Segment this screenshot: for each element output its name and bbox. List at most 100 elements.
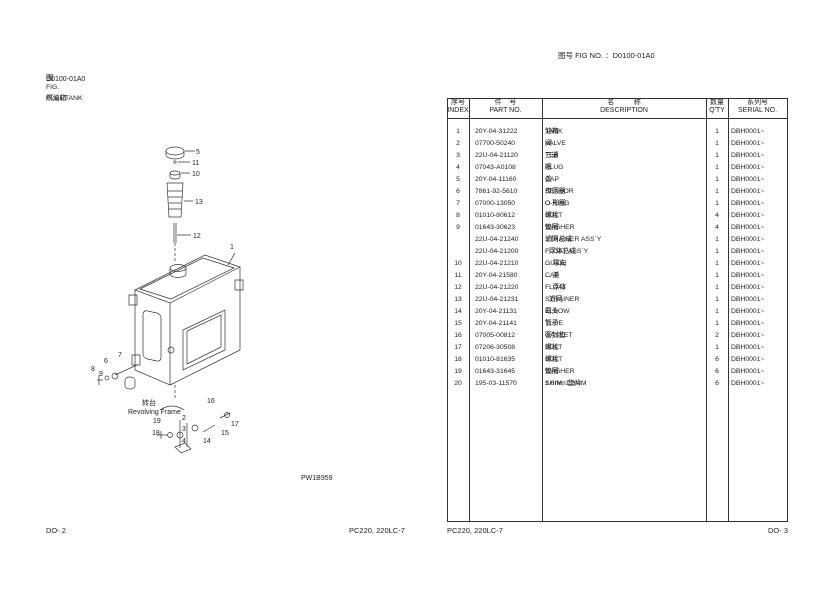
row-desc-en: TUBE [545, 320, 564, 327]
left-page-number: DO- 2 [46, 526, 67, 535]
row-qty: 1 [715, 260, 719, 267]
row-desc-en: PLUG [545, 164, 564, 171]
row-serial: DBH0001~ [731, 176, 765, 183]
callout-18: 18 [152, 430, 160, 437]
row-part-no: 07000-13050 [475, 200, 516, 207]
row-qty: 2 [715, 332, 719, 339]
row-part-no: 20Y-04-21141 [475, 320, 517, 327]
row-desc-cn: 油箱 [545, 128, 559, 135]
row-desc-en: BOLT [545, 344, 563, 351]
row-serial: DBH0001~ [731, 236, 765, 243]
row-desc-en: WASHER [545, 224, 575, 231]
row-desc-en: TANK [545, 128, 563, 135]
header-qty-cn: 数量 [710, 99, 724, 106]
row-desc-cn: 阀 [545, 140, 552, 147]
row-qty: 1 [715, 236, 719, 243]
row-index: 4 [456, 164, 460, 171]
row-part-no: 20Y-04-21580 [475, 272, 518, 279]
fig-title-cn: 燃油箱 [46, 95, 67, 102]
row-desc-cn: 垫圈 [545, 368, 559, 375]
callout-4: 4 [182, 438, 186, 445]
row-part-no: 22U-04-21231 [475, 296, 519, 303]
row-desc-cn: . 浮体总成 [545, 248, 576, 255]
row-desc-en: FLOAT [545, 284, 567, 291]
row-qty: 1 [715, 320, 719, 327]
row-part-no: 195-03-11570 [475, 380, 517, 387]
row-serial: DBH0001~ [731, 380, 765, 387]
row-index: 1 [456, 128, 460, 135]
row-part-no: 01010-80612 [475, 212, 516, 219]
row-index: 5 [456, 176, 460, 183]
row-serial: DBH0001~ [731, 272, 765, 279]
row-part-no: 01643-31645 [475, 368, 516, 375]
row-desc-cn: 三通 [545, 152, 559, 159]
header-qty-en: Q'TY [709, 107, 725, 114]
row-desc-en: BOLT [545, 212, 563, 219]
row-desc-cn: 螺栓 [545, 356, 559, 363]
row-desc-cn: 垫圈 [545, 224, 559, 231]
row-serial: DBH0001~ [731, 356, 765, 363]
row-serial: DBH0001~ [731, 212, 765, 219]
row-desc-cn: 传感器 [545, 188, 566, 195]
callout-9: 9 [99, 371, 103, 378]
callout-14: 14 [203, 438, 211, 445]
row-desc-cn: 密封垫 [545, 332, 566, 339]
row-part-no: 01010-81635 [475, 356, 516, 363]
row-part-no: 01643-30623 [475, 224, 516, 231]
row-index: 10 [454, 260, 462, 267]
row-index: 2 [456, 140, 460, 147]
row-qty: 1 [715, 248, 719, 255]
row-serial: DBH0001~ [731, 284, 765, 291]
row-desc-cn: 弯头 [545, 308, 559, 315]
row-qty: 6 [715, 380, 719, 387]
row-serial: DBH0001~ [731, 320, 765, 327]
row-desc-cn: . . 导向 [545, 260, 567, 267]
row-desc-cn: 管子 [545, 320, 559, 327]
right-page-number: DO- 3 [768, 526, 789, 535]
row-desc-cn: . . 浮体 [545, 284, 567, 291]
row-serial: DBH0001~ [731, 128, 765, 135]
header-desc-en: DESCRIPTION [600, 107, 648, 114]
row-qty: 1 [715, 188, 719, 195]
revolving-frame-cn: 转台 [142, 398, 156, 407]
header-serial-cn: 系列号 [747, 99, 768, 106]
row-index: 9 [456, 224, 460, 231]
row-desc-en: O-RING [545, 200, 570, 207]
row-index: 6 [456, 188, 460, 195]
row-index: 12 [454, 284, 462, 291]
header-part-cn: 件 号 [494, 99, 517, 106]
fig-cn-label: 图 [46, 73, 54, 82]
callout-15: 15 [221, 430, 229, 437]
row-qty: 1 [715, 296, 719, 303]
callout-8: 8 [91, 366, 95, 373]
row-part-no: 07206-30508 [475, 344, 516, 351]
row-desc-cn: 滤网总成 [545, 236, 573, 243]
row-qty: 1 [715, 344, 719, 351]
row-qty: 4 [715, 212, 719, 219]
right-model: PC220, 220LC-7 [447, 526, 503, 535]
fig-number-header: 图号 FIG NO. ：D0100-01A0 [558, 51, 655, 60]
parts-table: 序号 INDEX 件 号 PART NO. 名 称 DESCRIPTION 数量… [447, 98, 788, 522]
row-serial: DBH0001~ [731, 248, 765, 255]
row-qty: 1 [715, 164, 719, 171]
callout-7: 7 [118, 352, 122, 359]
row-desc-cn: 盖 [545, 176, 552, 183]
row-part-no: 22U-04-21120 [475, 152, 518, 159]
callout-12: 12 [193, 233, 201, 240]
row-serial: DBH0001~ [731, 368, 765, 375]
row-qty: 1 [715, 284, 719, 291]
row-qty: 6 [715, 368, 719, 375]
header-part-en: PART NO. [489, 107, 522, 114]
row-serial: DBH0001~ [731, 344, 765, 351]
row-part-no: 22U-04-21240 [475, 236, 519, 243]
callout-6: 6 [104, 358, 108, 365]
row-qty: 1 [715, 200, 719, 207]
